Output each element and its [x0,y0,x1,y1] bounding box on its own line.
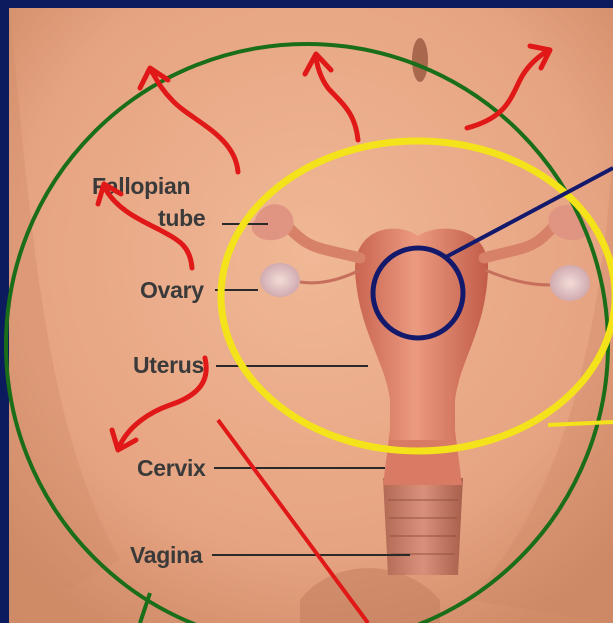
navel-icon [412,38,428,82]
label-vagina: Vagina [130,542,203,568]
right-ovary [550,265,590,301]
label-cervix: Cervix [137,455,206,481]
vagina-organ [383,478,463,575]
left-ovary [260,263,300,297]
label-fallopian-line2: tube [158,205,205,231]
label-uterus: Uterus [133,352,204,378]
label-ovary: Ovary [140,277,204,303]
